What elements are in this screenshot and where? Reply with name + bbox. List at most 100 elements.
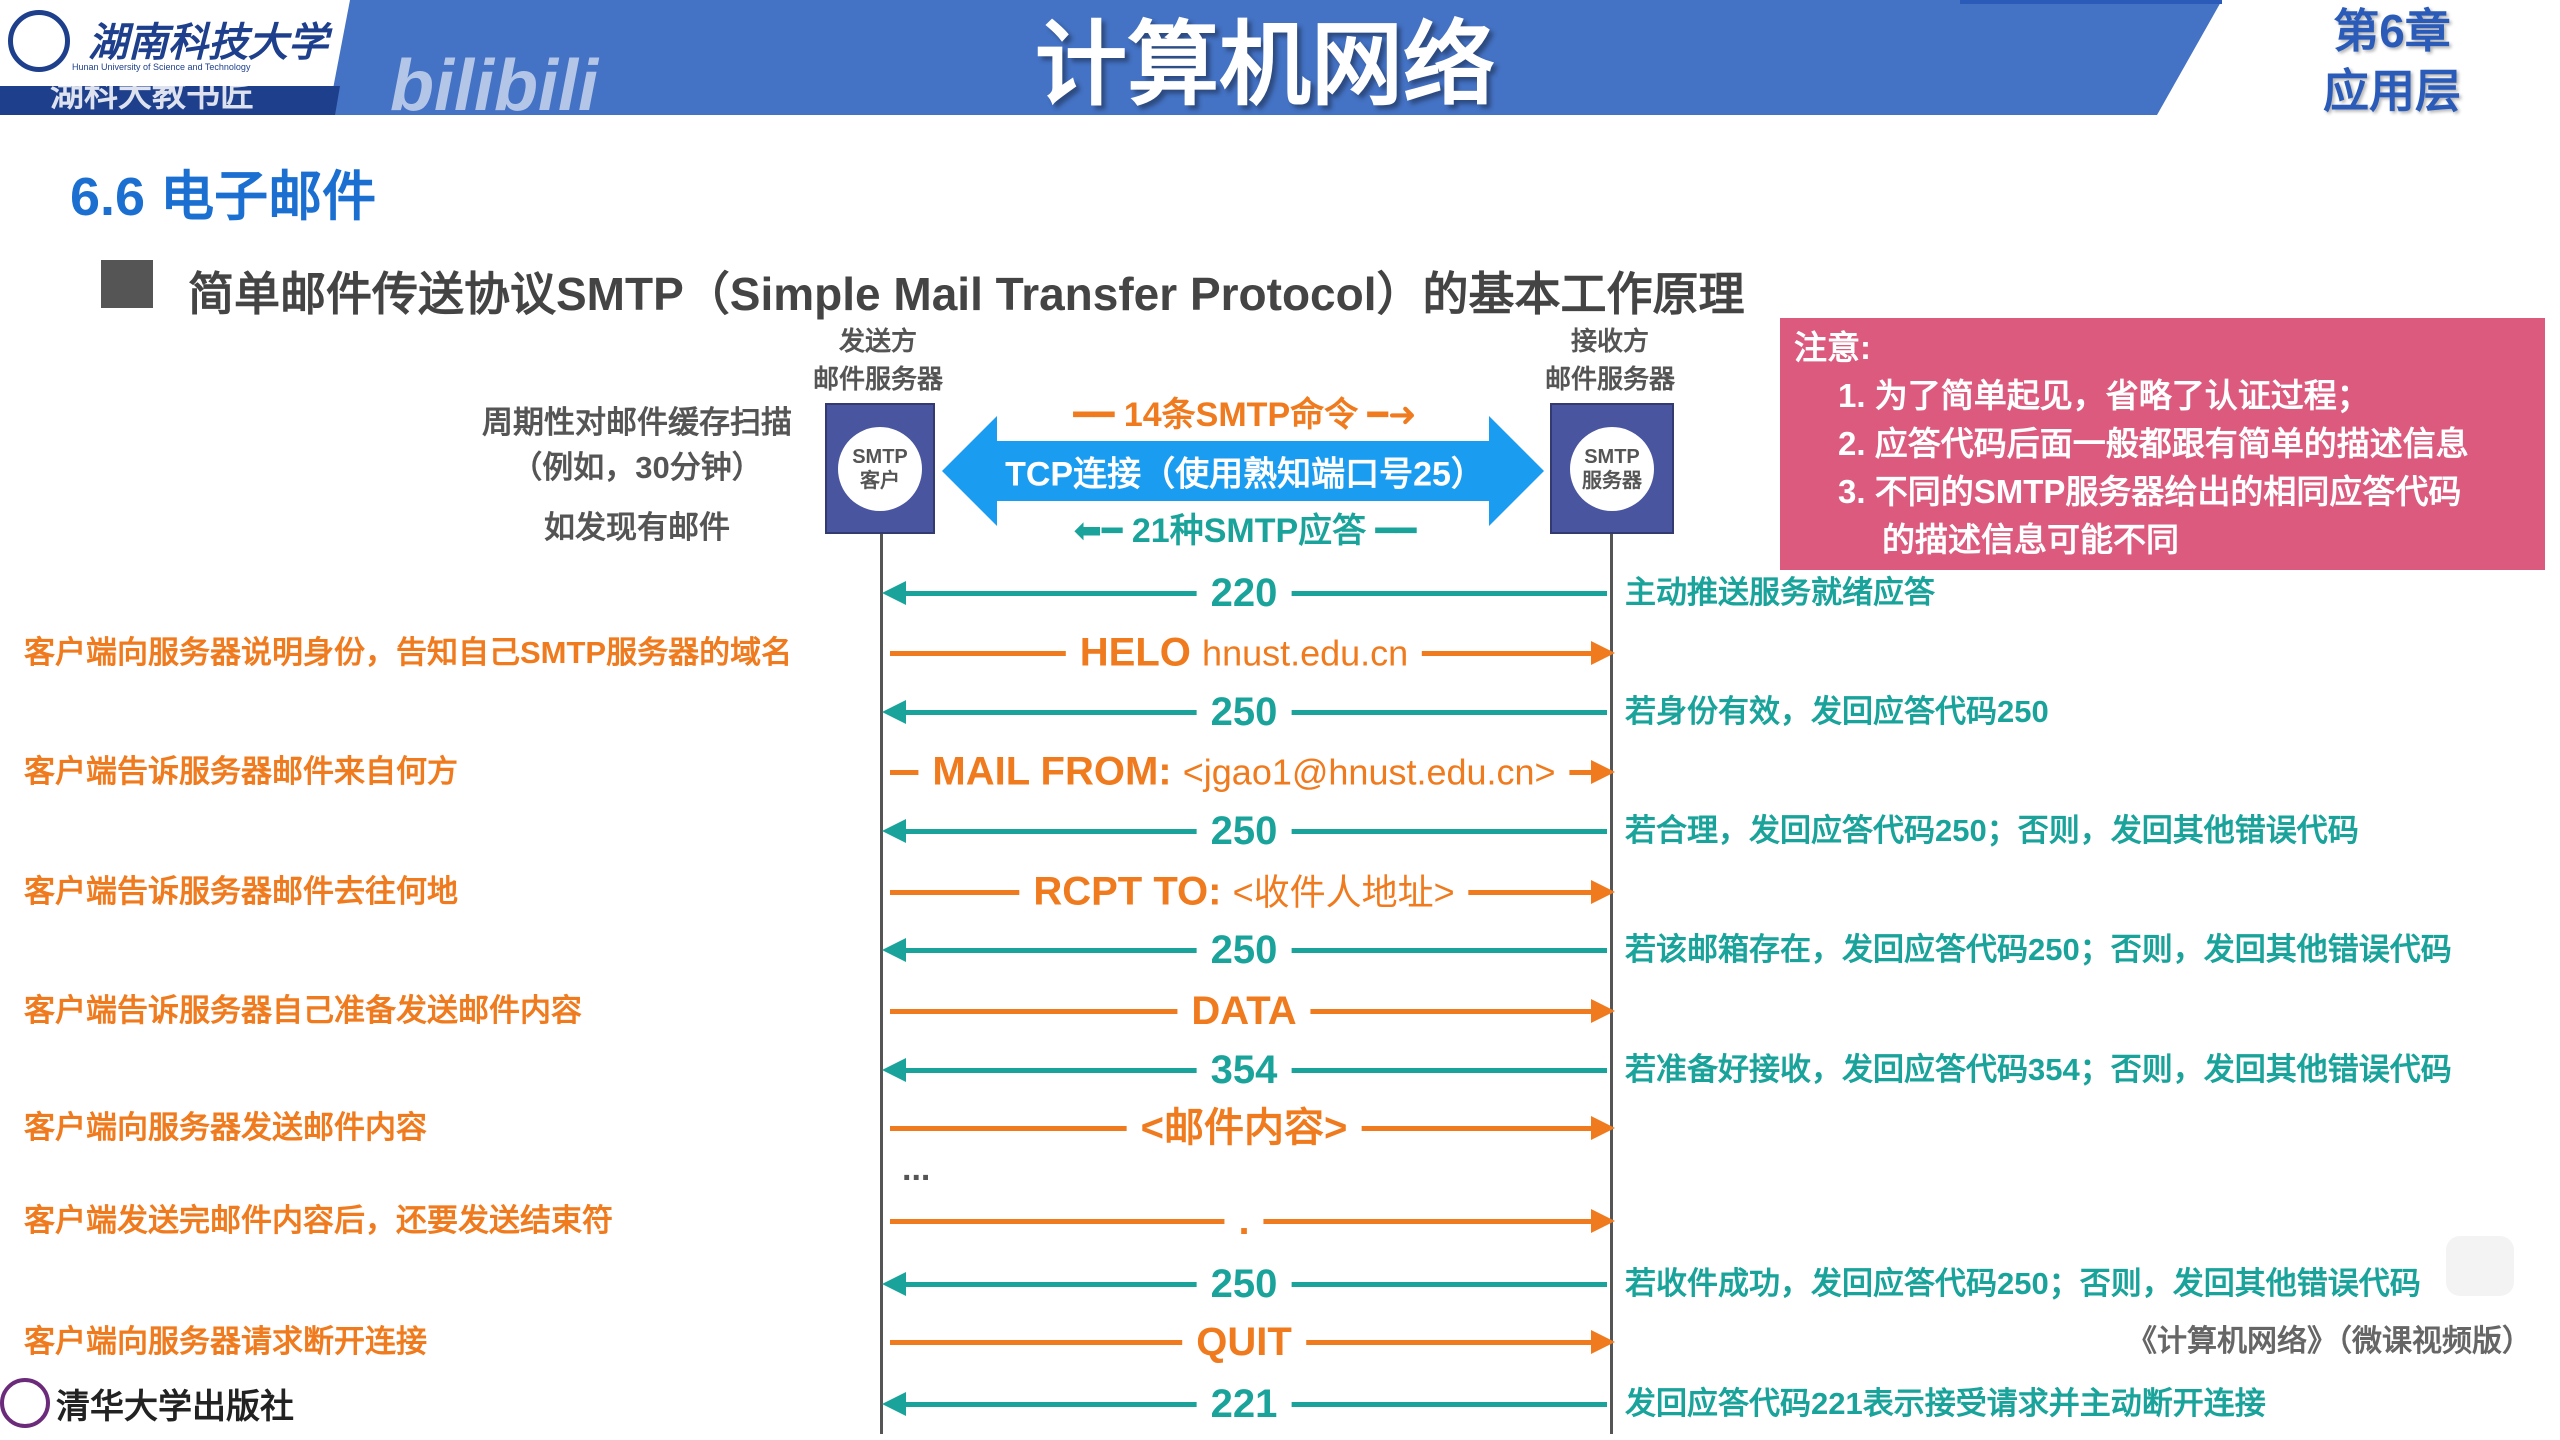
reply-arrow: 250	[882, 1262, 1615, 1306]
client-action-note: 客户端告诉服务器邮件来自何方	[24, 754, 458, 789]
client-action-note: 客户端向服务器请求断开连接	[24, 1324, 427, 1359]
receiver-label-line1: 接收方	[1570, 326, 1650, 356]
note-box: 注意: 1. 为了简单起见，省略了认证过程； 2. 应答代码后面一般都跟有简单的…	[1780, 318, 2545, 570]
reply-arrow: 250	[882, 809, 1615, 853]
smtp-server-line1: SMTP	[1584, 445, 1640, 468]
arrow-left-icon	[882, 1272, 906, 1296]
arrow-label-main: RCPT TO:	[1033, 869, 1222, 914]
command-arrow: HELO hnust.edu.cn	[882, 630, 1615, 676]
arrow-label-main: .	[1238, 1199, 1250, 1243]
arrow-left-icon	[882, 819, 906, 843]
command-arrow: QUIT	[882, 1320, 1615, 1364]
reply-arrow: 250	[882, 690, 1615, 734]
reply-arrow: 354	[882, 1048, 1615, 1092]
receiver-label: 接收方 邮件服务器	[1545, 322, 1675, 398]
server-reply-note: 若收件成功，发回应答代码250；否则，发回其他错误代码	[1625, 1266, 2421, 1301]
arrow-right-icon	[1591, 760, 1615, 784]
note-item: 1. 为了简单起见，省略了认证过程；	[1838, 377, 2370, 414]
university-logo-icon	[8, 10, 70, 72]
sender-label: 发送方 邮件服务器	[813, 322, 943, 398]
arrow-label-main: 250	[1210, 690, 1278, 734]
arrow-right-icon	[1591, 1116, 1615, 1140]
smtp-commands-text: 14条SMTP命令	[1123, 396, 1359, 434]
command-arrow: DATA	[882, 989, 1615, 1033]
arrow-label-main: 250	[1210, 809, 1278, 853]
arrow-label: RCPT TO: <收件人地址>	[1019, 869, 1469, 915]
client-lifeline	[880, 534, 883, 1434]
smtp-client-box: SMTP 客户	[825, 403, 935, 534]
smtp-replies-text: 21种SMTP应答	[1131, 512, 1367, 550]
arrow-right-icon	[1591, 1209, 1615, 1233]
arrow-label: 220	[1196, 571, 1292, 615]
tcp-connection-label: TCP连接（使用熟知端口号25）	[1005, 455, 1485, 494]
watermark-author: 湖科大教书匠	[50, 76, 254, 114]
server-reply-note: 主动推送服务就绪应答	[1625, 575, 1935, 610]
arrow-label: 221	[1196, 1382, 1292, 1426]
server-reply-note: 发回应答代码221表示接受请求并主动断开连接	[1625, 1386, 2266, 1421]
smtp-replies-label: ⬅━ 21种SMTP应答 ━━	[1067, 511, 1423, 551]
server-lifeline	[1610, 534, 1613, 1434]
server-reply-note: 若身份有效，发回应答代码250	[1625, 694, 2049, 729]
server-reply-note: 若合理，发回应答代码250；否则，发回其他错误代码	[1625, 813, 2359, 848]
note-item: 3. 不同的SMTP服务器给出的相同应答代码	[1838, 473, 2462, 510]
header-band	[0, 0, 2222, 115]
arrow-right-icon	[1591, 880, 1615, 904]
note-item: 2. 应答代码后面一般都跟有简单的描述信息	[1838, 425, 2469, 462]
arrow-label-main: 354	[1210, 1048, 1278, 1092]
arrow-label: 354	[1196, 1048, 1292, 1092]
arrow-label: .	[1224, 1199, 1264, 1243]
arrow-right-icon	[1591, 641, 1615, 665]
arrow-label: 250	[1196, 928, 1292, 972]
arrow-label-main: DATA	[1191, 989, 1297, 1033]
reply-arrow: 220	[882, 571, 1615, 615]
publisher-logo: 清华大学出版社	[0, 1372, 294, 1434]
sender-label-line2: 邮件服务器	[812, 364, 944, 394]
client-action-note: 客户端向服务器发送邮件内容	[24, 1110, 427, 1145]
smtp-client-line1: SMTP	[852, 445, 908, 468]
arrow-right-icon	[1591, 999, 1615, 1023]
scan-info-line2: （例如，30分钟）	[511, 450, 763, 485]
arrow-label-main: 220	[1210, 571, 1278, 615]
watermark-bilibili: bilibili	[390, 46, 598, 126]
chapter-name: 应用层	[2323, 65, 2461, 117]
arrow-right-icon	[1591, 1330, 1615, 1354]
arrow-label: HELO hnust.edu.cn	[1065, 630, 1423, 676]
arrow-label-main: 250	[1210, 1262, 1278, 1306]
arrow-label-main: HELO	[1079, 630, 1191, 675]
ellipsis: ...	[902, 1150, 931, 1188]
arrow-left-icon	[882, 938, 906, 962]
arrow-label-main: 221	[1210, 1382, 1278, 1426]
smtp-server-circle: SMTP 服务器	[1570, 426, 1654, 511]
reply-arrow: 221	[882, 1382, 1615, 1426]
smtp-server-line2: 服务器	[1582, 469, 1642, 492]
note-item: 的描述信息可能不同	[1882, 521, 2179, 558]
chapter-number: 第6章	[2333, 5, 2451, 57]
course-title: 计算机网络	[1034, 14, 1496, 117]
arrow-left-icon	[882, 581, 906, 605]
bullet-square-icon	[101, 260, 153, 308]
smtp-commands-label: ━━ 14条SMTP命令 ━➜	[1067, 395, 1423, 435]
arrow-label-main: MAIL FROM:	[932, 749, 1172, 794]
receiver-label-line2: 邮件服务器	[1544, 364, 1676, 394]
university-name-en: Hunan University of Science and Technolo…	[72, 62, 251, 72]
play-button-icon[interactable]	[2446, 1236, 2514, 1296]
footer-book-title: 《计算机网络》（微课视频版）	[2127, 1325, 2532, 1358]
reply-arrow: 250	[882, 928, 1615, 972]
command-arrow: MAIL FROM: <jgao1@hnust.edu.cn>	[882, 749, 1615, 795]
arrow-label: 250	[1196, 1262, 1292, 1306]
arrow-label: <邮件内容>	[1126, 1106, 1362, 1150]
arrow-label: QUIT	[1182, 1320, 1306, 1364]
smtp-server-box: SMTP 服务器	[1550, 403, 1674, 534]
server-reply-note: 若该邮箱存在，发回应答代码250；否则，发回其他错误代码	[1625, 932, 2452, 967]
arrow-label: 250	[1196, 809, 1292, 853]
arrow-label: 250	[1196, 690, 1292, 734]
smtp-client-line2: 客户	[860, 469, 900, 492]
command-arrow: RCPT TO: <收件人地址>	[882, 869, 1615, 915]
command-arrow: .	[882, 1199, 1615, 1243]
arrow-label-main: 250	[1210, 928, 1278, 972]
arrow-left-icon	[882, 1058, 906, 1082]
arrow-label-main: QUIT	[1196, 1320, 1292, 1364]
smtp-client-circle: SMTP 客户	[838, 426, 922, 511]
arrow-left-icon	[882, 1392, 906, 1416]
arrow-label-arg: <收件人地址>	[1232, 871, 1455, 913]
